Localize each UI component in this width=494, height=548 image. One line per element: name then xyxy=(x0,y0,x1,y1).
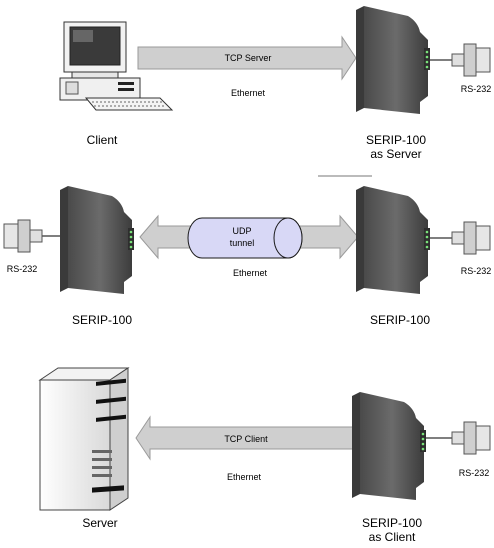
rs232-label-left: RS-232 xyxy=(7,264,38,274)
ethernet-label-1: Ethernet xyxy=(231,88,266,98)
serip-device-left-icon xyxy=(60,186,134,294)
serip-server-sub-label: as Server xyxy=(370,147,421,161)
server-tower-icon xyxy=(38,367,130,511)
rs232-label-1: RS-232 xyxy=(461,84,492,94)
tcp-server-arrow xyxy=(137,35,357,81)
serip-left-label: SERIP-100 xyxy=(72,313,132,327)
client-computer-icon xyxy=(59,21,174,111)
rs232-label-3: RS-232 xyxy=(459,468,490,478)
ethernet-label-3: Ethernet xyxy=(227,472,262,482)
section-tcp-server: TCP Server Ethernet RS-232 Client SERIP-… xyxy=(59,6,492,161)
client-label: Client xyxy=(87,133,118,147)
serip-right-label: SERIP-100 xyxy=(370,313,430,327)
ethernet-label-2: Ethernet xyxy=(233,268,268,278)
tcp-server-label: TCP Server xyxy=(225,53,272,63)
rs232-connector-client-icon xyxy=(451,421,491,455)
rs232-connector-right-icon xyxy=(451,221,491,255)
tcp-client-label: TCP Client xyxy=(224,434,268,444)
serip-client-sub-label: as Client xyxy=(369,530,416,544)
section-tcp-client: TCP Client Ethernet RS-232 Server SERIP-… xyxy=(38,367,491,544)
udp-tunnel-icon xyxy=(187,217,303,259)
tunnel-label-line1: UDP xyxy=(232,226,251,236)
serip-client-device-icon xyxy=(352,392,426,500)
serip-device-icon xyxy=(356,6,430,114)
serip-server-label: SERIP-100 xyxy=(366,133,426,147)
rs232-connector-left-icon xyxy=(3,219,43,253)
serip-client-label: SERIP-100 xyxy=(362,516,422,530)
serip-device-right-icon xyxy=(356,186,430,294)
rs232-label-right: RS-232 xyxy=(461,266,492,276)
server-label: Server xyxy=(82,516,117,530)
tunnel-label-line2: tunnel xyxy=(230,238,255,248)
rs232-connector-icon xyxy=(451,43,491,77)
section-udp-tunnel: RS-232 UDP tunnel Ethernet RS-232 SER xyxy=(3,186,492,327)
tcp-client-arrow xyxy=(135,415,355,461)
